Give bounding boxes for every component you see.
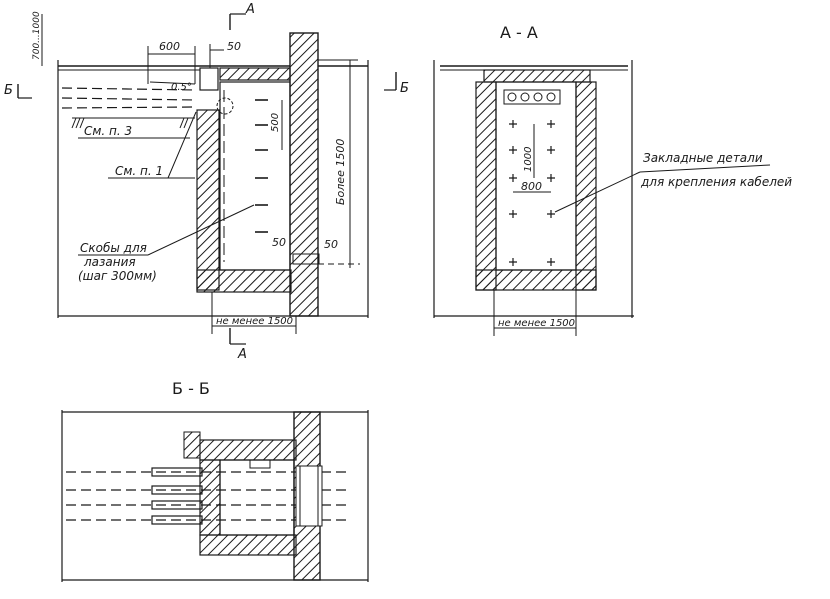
- bb-pipe-sleeves: [151, 467, 203, 525]
- bb-interior: [219, 459, 295, 536]
- dim-500-label: 500: [270, 113, 281, 132]
- bb-top-wall: [199, 439, 297, 461]
- aa-pipe-plate: [503, 89, 561, 105]
- cable-pipe-1: [61, 87, 196, 91]
- well-floor: [196, 269, 292, 293]
- lid-frame: [199, 67, 219, 91]
- aa-embedded-parts: [509, 120, 555, 266]
- brackets-note-3: (шаг 300мм): [78, 269, 157, 283]
- dim-range-label: 700...1000: [32, 11, 42, 60]
- slope-label: 0.5°: [171, 82, 192, 93]
- brackets-note-2: лазания: [83, 255, 136, 269]
- dim-50-right: 50: [324, 238, 338, 251]
- aa-embedded-label-2: для крепления кабелей: [640, 175, 792, 189]
- bb-left-wall: [199, 459, 221, 536]
- aa-right-wall: [575, 81, 597, 291]
- aa-interior: [495, 81, 577, 271]
- dim-width-label: не менее 1500: [216, 316, 293, 327]
- note-p3: См. п. 3: [84, 124, 132, 138]
- aa-dim-1000-label: 1000: [523, 147, 534, 172]
- view-bb: Б - Б: [61, 379, 369, 582]
- note-p1: См. п. 1: [115, 164, 163, 178]
- view-bb-title: Б - Б: [172, 379, 210, 398]
- cable-pipe-3: [61, 106, 196, 109]
- well-interior: [219, 81, 291, 271]
- dim-depth-label: Более 1500: [334, 139, 347, 205]
- dim-50-top-label: 50: [227, 40, 241, 53]
- aa-embedded-underline: [639, 164, 771, 173]
- bb-bottom-wall: [199, 534, 297, 556]
- bb-corner-block: [183, 431, 201, 459]
- building-wall: [289, 32, 319, 317]
- aa-embedded-label-1: Закладные детали: [643, 151, 763, 165]
- pipe-entry-circle: [216, 97, 234, 115]
- cut-a-top-label: А: [245, 2, 255, 17]
- pipe-wall-penetration: [292, 253, 320, 265]
- brackets-note-1: Скобы для: [80, 241, 147, 255]
- view-aa: А - А 1000 800 Закладные детали: [433, 23, 792, 336]
- aa-floor: [475, 269, 597, 291]
- section-view: 500 50 50 Более 1500 600 50 700...1000 0…: [4, 2, 409, 362]
- dim-50-left: 50: [272, 236, 286, 249]
- cut-a-bottom-label: А: [237, 347, 247, 362]
- aa-dim-800-label: 800: [521, 180, 542, 193]
- bb-cables: [66, 471, 350, 521]
- aa-dim-width-label: не менее 1500: [498, 318, 575, 329]
- aa-pipe-holes: [507, 92, 556, 102]
- aa-left-wall: [475, 81, 497, 291]
- dim-600-label: 600: [159, 40, 180, 53]
- climbing-brackets: [255, 99, 268, 233]
- aa-lid: [483, 69, 591, 83]
- well-left-wall: [196, 109, 220, 291]
- cut-b-right-label: Б: [400, 81, 409, 96]
- soil-hatch: [71, 117, 195, 129]
- bb-hatch-opening: [249, 459, 271, 469]
- view-aa-title: А - А: [500, 23, 538, 42]
- cut-b-left-label: Б: [4, 83, 13, 98]
- brackets-leader-diag: [147, 204, 255, 256]
- bb-wall-penetrations: [295, 465, 323, 527]
- cable-pipe-2: [61, 97, 196, 101]
- aa-embedded-leader: [554, 171, 641, 213]
- pipe-sleeve: [149, 81, 196, 85]
- note-p1-leader-diag: [167, 111, 197, 179]
- well-lid: [219, 67, 291, 81]
